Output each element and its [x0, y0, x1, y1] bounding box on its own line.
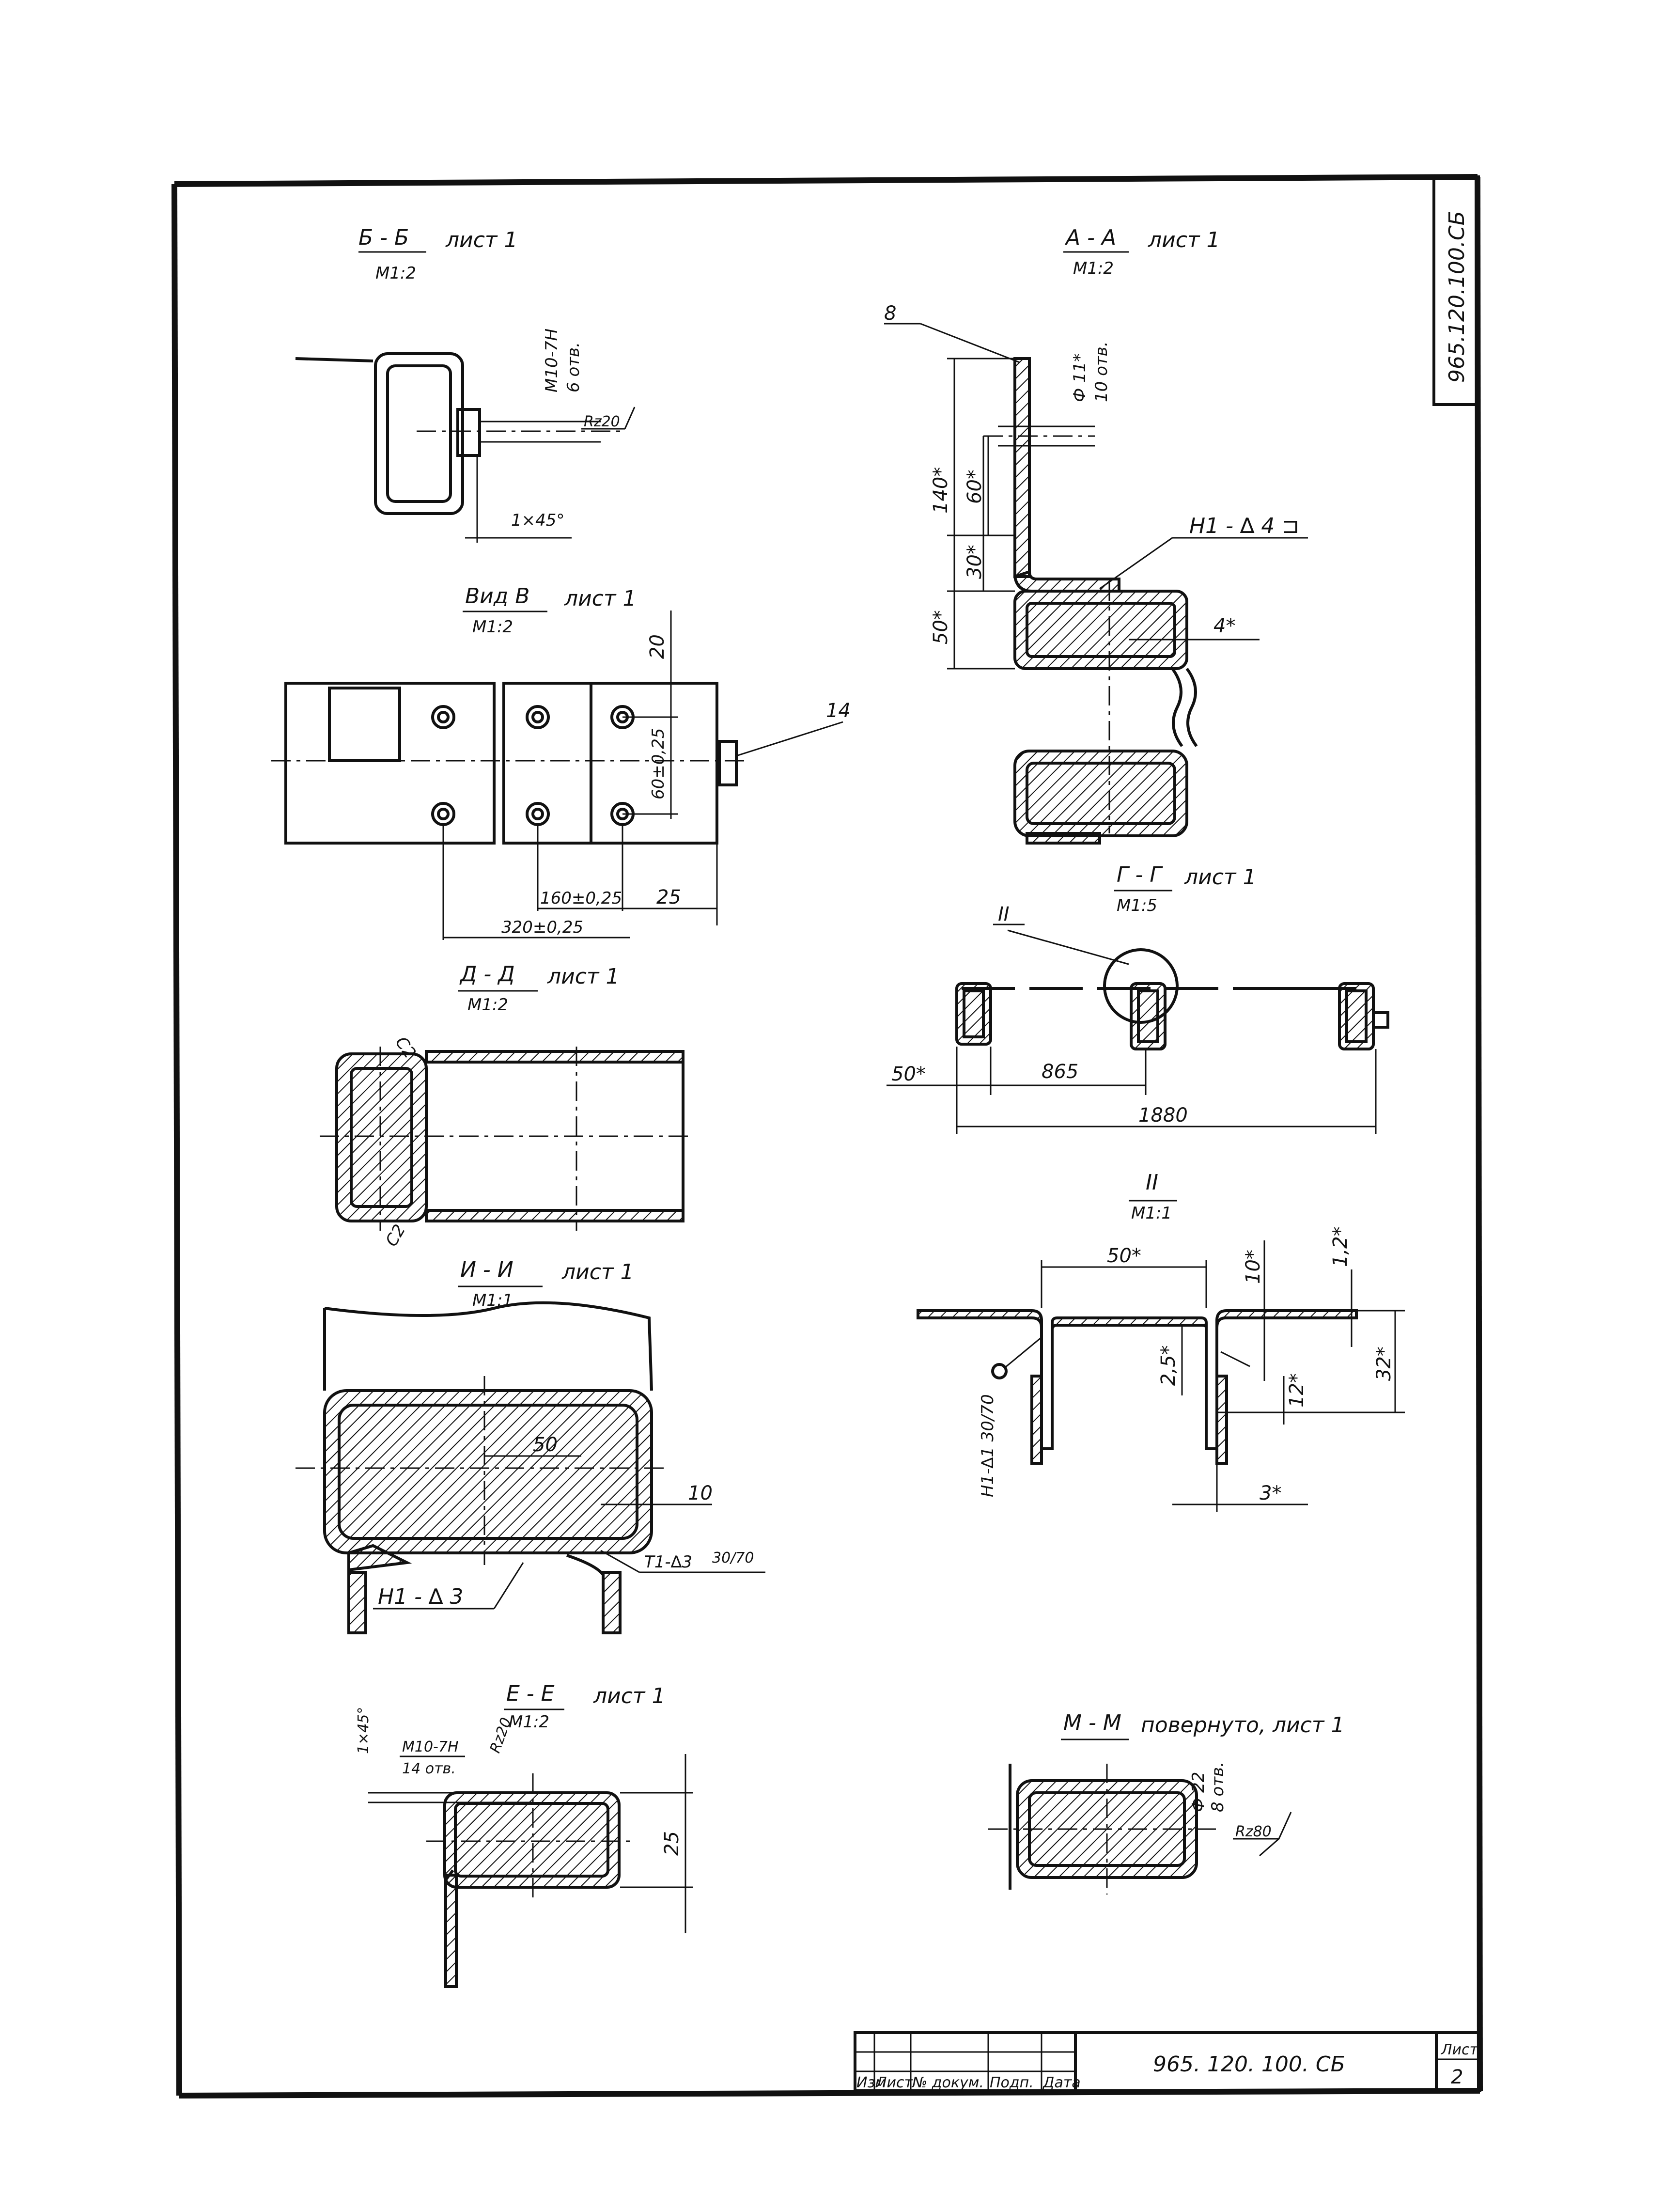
ee-scale: М1:2	[509, 1712, 549, 1732]
tb-col-doc: № докум.	[911, 2074, 984, 2091]
gg-dim-50: 50*	[891, 1063, 926, 1085]
mm-title: М - М	[1063, 1710, 1121, 1735]
gg-detail: II	[998, 903, 1010, 925]
section-ee: Е - Е лист 1 М1:2 1×45° М10-7Н 14 отв. R…	[355, 1681, 693, 1988]
ee-roughness: Rz20	[487, 1716, 515, 1755]
tb-sheet-number: 2	[1451, 2066, 1463, 2088]
ii-weld-h1: Н1 - ∆ 3	[378, 1584, 463, 1609]
aa-sheet: лист 1	[1148, 228, 1220, 252]
aa-weld: Н1 - ∆ 4 ⊐	[1189, 514, 1299, 538]
bb-thread: М10-7Н	[542, 329, 561, 392]
ii-dim-10: 10	[688, 1482, 713, 1504]
dd-sheet: лист 1	[547, 964, 620, 989]
ee-dim-25: 25	[661, 1831, 683, 1856]
dd-scale: М1:2	[467, 995, 508, 1015]
aa-dim-4: 4*	[1213, 615, 1235, 637]
tb-col-list: Лист	[875, 2074, 914, 2091]
ee-thread: М10-7Н	[402, 1738, 459, 1755]
bb-scale: М1:2	[375, 264, 416, 283]
vv-dim-25: 25	[656, 886, 681, 908]
bb-title: Б - Б	[358, 225, 409, 250]
ee-title: Е - Е	[506, 1681, 555, 1706]
tb-col-data: Дата	[1042, 2074, 1081, 2091]
dd-title: Д - Д	[459, 962, 515, 987]
ii2-dim-3: 3*	[1260, 1482, 1281, 1504]
aa-scale: М1:2	[1073, 259, 1114, 278]
ii-weld-t1: Т1-∆3	[644, 1552, 692, 1572]
section-mm: М - М повернуто, лист 1 Ф 22 8 отв. Rz80	[988, 1710, 1344, 1895]
vv-dim-320: 320±0,25	[501, 918, 583, 937]
ii2-dim-12: 12*	[1286, 1373, 1308, 1408]
aa-holes: 10 отв.	[1092, 341, 1111, 402]
vv-sheet: лист 1	[564, 586, 637, 611]
vv-scale: М1:2	[472, 617, 513, 637]
ii2-dim-10: 10*	[1242, 1250, 1264, 1284]
tb-col-podp: Подп.	[990, 2074, 1034, 2091]
ee-holes: 14 отв.	[402, 1760, 456, 1777]
gg-dim-865: 865	[1042, 1061, 1078, 1083]
mm-note: повернуто, лист 1	[1141, 1713, 1344, 1738]
tb-doc-number: 965. 120. 100. СБ	[1153, 2052, 1345, 2077]
ee-sheet: лист 1	[593, 1684, 666, 1708]
title-block: Изм Лист № докум. Подп. Дата 965. 120. 1…	[854, 2031, 1481, 2092]
mm-roughness: Rz80	[1235, 1823, 1272, 1840]
bb-chamfer: 1×45°	[511, 511, 564, 530]
aa-dim-30: 30*	[964, 545, 986, 579]
view-v: Вид В лист 1 М1:2 20 60±0,25 14	[271, 584, 851, 940]
vv-pos-14: 14	[826, 700, 851, 722]
ii-title: И - И	[460, 1257, 513, 1282]
aa-dim-50: 50*	[930, 610, 952, 644]
ii-dim-50: 50	[533, 1434, 558, 1456]
bb-roughness: Rz20	[584, 413, 620, 430]
ii2-dim-50: 50*	[1107, 1245, 1141, 1267]
aa-pos-8: 8	[884, 302, 896, 325]
vv-title: Вид В	[465, 584, 529, 609]
rotated-doc-number: 965.120.100.СБ	[1445, 211, 1469, 383]
detail-ii: II М1:1 50* 10* 1,2* 32* 2,5* 12* 3* Н1-…	[917, 1170, 1405, 1512]
section-bb: Б - Б лист 1 М1:2 М10-7Н 6 отв. Rz20 1×4…	[295, 225, 636, 543]
dd-c2-bottom: С2	[382, 1221, 409, 1250]
bb-holes: 6 отв.	[564, 342, 583, 392]
bb-sheet: лист 1	[445, 228, 518, 252]
section-ii: И - И лист 1 М1:1 50 10 Т1-∆3 30/70 Н1 -…	[296, 1257, 765, 1634]
aa-dim-60: 60*	[964, 470, 986, 504]
vv-dim-160: 160±0,25	[540, 889, 622, 908]
gg-scale: М1:5	[1117, 896, 1157, 915]
aa-title: А - А	[1064, 225, 1116, 250]
ii-sheet: лист 1	[561, 1260, 634, 1284]
section-dd: Д - Д лист 1 М1:2 С2 С2	[320, 962, 693, 1250]
aa-dim-140: 140*	[930, 467, 952, 514]
ii2-dim-25: 2,5*	[1157, 1345, 1180, 1386]
vv-dim-20: 20	[646, 634, 669, 659]
ii2-title: II	[1146, 1170, 1158, 1195]
vv-holes	[431, 705, 635, 826]
ii-weld-t1-frac: 30/70	[712, 1550, 754, 1566]
mm-holes: 8 отв.	[1208, 1762, 1228, 1812]
tb-sheet-label: Лист	[1441, 2041, 1479, 2058]
vv-dim-60: 60±0,25	[649, 728, 668, 799]
section-aa: А - А лист 1 М1:2 8 Ф 11* 10 отв. 140* 6…	[884, 225, 1308, 845]
gg-sheet: лист 1	[1184, 865, 1257, 890]
ii2-scale: М1:1	[1131, 1204, 1172, 1223]
ii2-weld: Н1-∆1 30/70	[978, 1394, 997, 1497]
tb-col-izm: Изм	[856, 2074, 886, 2091]
gg-title: Г - Г	[1117, 862, 1163, 887]
mm-hole: Ф 22	[1189, 1772, 1208, 1812]
section-gg: Г - Г лист 1 М1:5 II 50* 865 1880	[887, 862, 1389, 1134]
ee-chamfer: 1×45°	[355, 1707, 372, 1754]
gg-dim-1880: 1880	[1138, 1104, 1188, 1127]
ii2-dim-32: 32*	[1373, 1347, 1395, 1381]
aa-hole: Ф 11*	[1070, 354, 1089, 402]
ii2-dim-12t: 1,2*	[1329, 1226, 1352, 1267]
rotated-doc-number-box: 965.120.100.СБ	[1432, 175, 1480, 406]
